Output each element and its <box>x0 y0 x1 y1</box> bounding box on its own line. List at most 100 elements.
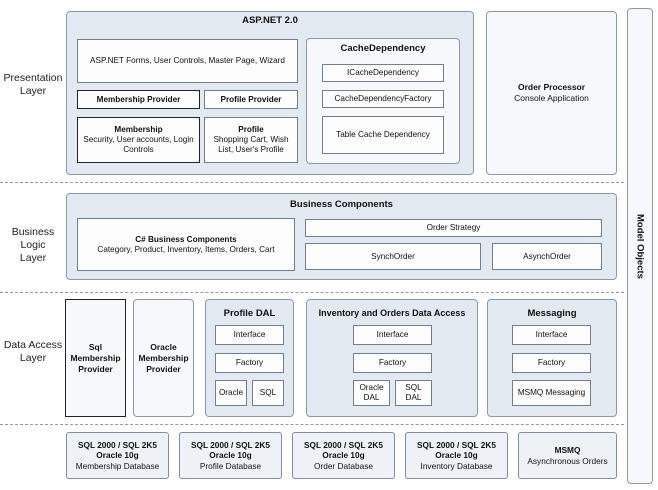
layer-label-line: Business Logic <box>11 226 55 251</box>
profile-dal-oracle-box: Oracle <box>215 380 247 406</box>
membership-database: SQL 2000 / SQL 2K5 Oracle 10g Membership… <box>66 432 169 479</box>
aspnet-forms-label: ASP.NET Forms, User Controls, Master Pag… <box>90 56 285 65</box>
oracle-membership-provider-box: Oracle Membership Provider <box>133 299 194 417</box>
inventory-interface-label: Interface <box>376 330 409 339</box>
icachedependency-box: ICacheDependency <box>322 64 444 82</box>
cachedependencyfactory-label: CacheDependencyFactory <box>334 94 432 103</box>
db-line2: Oracle 10g <box>96 450 139 461</box>
layer-label-line: Layer <box>19 85 47 97</box>
profile-provider-box: Profile Provider <box>204 90 298 109</box>
business-layer-label: Business Logic Layer <box>0 226 66 265</box>
inventory-factory-label: Factory <box>378 358 407 367</box>
membership-title: Membership <box>114 125 163 134</box>
csharp-business-desc: Category, Product, Inventory, Items, Ord… <box>97 244 275 254</box>
order-database: SQL 2000 / SQL 2K5 Oracle 10g Order Data… <box>292 432 395 479</box>
data-access-layer-label: Data Access Layer <box>2 339 64 365</box>
sql-membership-line: Provider <box>78 363 113 374</box>
profile-provider-label: Profile Provider <box>220 94 282 104</box>
msmq-db-line2: Asynchronous Orders <box>527 455 608 466</box>
layer-label-line: Data Access <box>3 339 63 351</box>
db-line1: SQL 2000 / SQL 2K5 <box>77 439 157 450</box>
inventory-factory-box: Factory <box>353 353 432 373</box>
order-processor-title: Order Processor <box>517 82 586 92</box>
synchorder-label: SynchOrder <box>371 251 415 261</box>
profile-database: SQL 2000 / SQL 2K5 Oracle 10g Profile Da… <box>179 432 282 479</box>
oracle-dal-line: Oracle <box>359 383 384 392</box>
messaging-interface-label: Interface <box>535 330 568 339</box>
business-components-title: Business Components <box>290 199 393 210</box>
db-line3: Order Database <box>313 460 374 471</box>
model-objects-label: Model Objects <box>634 213 646 279</box>
profile-dal-factory-box: Factory <box>215 353 284 373</box>
db-line3: Inventory Database <box>420 460 493 471</box>
aspnet-title: ASP.NET 2.0 <box>242 15 298 26</box>
oracle-membership-line: Oracle <box>150 341 177 352</box>
presentation-layer-label: Presentation Layer <box>2 72 64 98</box>
sql-dal-line: SQL <box>405 383 422 392</box>
icachedependency-label: ICacheDependency <box>347 68 419 77</box>
membership-provider-box: Membership Provider <box>77 90 200 109</box>
profile-dal-factory-label: Factory <box>235 358 264 367</box>
profile-dal-oracle-label: Oracle <box>218 388 244 397</box>
membership-provider-label: Membership Provider <box>96 94 181 104</box>
csharp-business-title: C# Business Components <box>135 234 237 244</box>
synchorder-box: SynchOrder <box>305 243 481 270</box>
asynchorder-box: AsynchOrder <box>492 243 602 270</box>
asynchorder-label: AsynchOrder <box>523 251 571 261</box>
layer-divider <box>0 292 624 293</box>
msmq-db-line1: MSMQ <box>554 445 581 455</box>
sql-membership-provider-box: Sql Membership Provider <box>65 299 126 417</box>
db-line3: Profile Database <box>199 460 262 471</box>
profile-dal-interface-label: Interface <box>233 330 266 339</box>
table-cache-dependency-label: Table Cache Dependency <box>336 130 430 139</box>
csharp-business-components-box: C# Business Components Category, Product… <box>77 218 295 271</box>
cache-dependency-title: CacheDependency <box>340 43 426 54</box>
msmq-asynchronous-orders: MSMQ Asynchronous Orders <box>518 432 617 479</box>
sql-dal-box: SQL DAL <box>395 380 432 406</box>
layer-label-line: Presentation <box>3 72 63 84</box>
profile-dal-sql-label: SQL <box>259 388 277 397</box>
inventory-interface-box: Interface <box>353 325 432 345</box>
inventory-orders-title: Inventory and Orders Data Access <box>318 308 466 318</box>
cachedependencyfactory-box: CacheDependencyFactory <box>322 90 444 108</box>
membership-desc: Security, User accounts, Login Controls <box>83 135 194 154</box>
oracle-dal-box: Oracle DAL <box>353 380 390 406</box>
layer-divider <box>0 182 624 183</box>
sql-dal-line: DAL <box>405 393 422 402</box>
sql-membership-line: Sql <box>88 341 103 352</box>
order-processor-box: Order Processor Console Application <box>486 11 617 175</box>
profile-dal-title: Profile DAL <box>223 308 276 319</box>
layer-label-line: Layer <box>19 352 47 364</box>
db-line2: Oracle 10g <box>435 450 478 461</box>
db-line1: SQL 2000 / SQL 2K5 <box>190 439 270 450</box>
order-processor-subtitle: Console Application <box>514 93 589 103</box>
profile-dal-sql-box: SQL <box>252 380 284 406</box>
oracle-membership-line: Membership <box>138 352 189 363</box>
sql-membership-line: Membership <box>70 352 121 363</box>
layer-label-line: Layer <box>19 252 47 264</box>
layer-divider <box>0 424 624 425</box>
msmq-messaging-box: MSMQ Messaging <box>512 380 591 406</box>
db-line1: SQL 2000 / SQL 2K5 <box>416 439 496 450</box>
profile-box: Profile Shopping Cart, Wish List, User's… <box>204 117 298 163</box>
messaging-title: Messaging <box>527 308 577 319</box>
messaging-factory-label: Factory <box>537 358 566 367</box>
db-line2: Oracle 10g <box>322 450 365 461</box>
oracle-membership-line: Provider <box>146 363 181 374</box>
table-cache-dependency-box: Table Cache Dependency <box>322 116 444 154</box>
msmq-messaging-label: MSMQ Messaging <box>517 388 586 397</box>
order-strategy-label: Order Strategy <box>426 223 481 232</box>
profile-title: Profile <box>238 125 264 134</box>
profile-desc: Shopping Cart, Wish List, User's Profile <box>213 135 289 154</box>
messaging-factory-box: Factory <box>512 353 591 373</box>
db-line1: SQL 2000 / SQL 2K5 <box>303 439 383 450</box>
aspnet-forms-box: ASP.NET Forms, User Controls, Master Pag… <box>77 39 298 83</box>
messaging-interface-box: Interface <box>512 325 591 345</box>
oracle-dal-line: DAL <box>363 393 380 402</box>
inventory-database: SQL 2000 / SQL 2K5 Oracle 10g Inventory … <box>405 432 508 479</box>
order-strategy-box: Order Strategy <box>305 219 602 237</box>
model-objects-bar: Model Objects <box>627 8 653 484</box>
db-line3: Membership Database <box>75 460 160 471</box>
profile-dal-interface-box: Interface <box>215 325 284 345</box>
db-line2: Oracle 10g <box>209 450 252 461</box>
